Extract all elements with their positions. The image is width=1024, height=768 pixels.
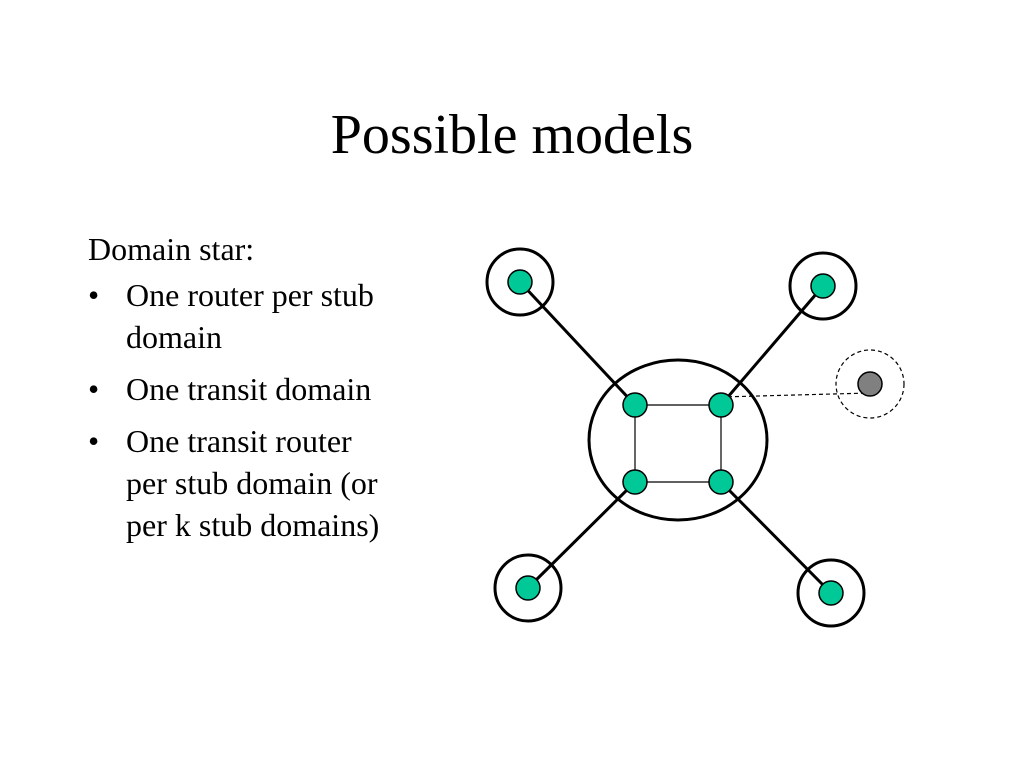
bullet-item: • One transit router per stub domain (or… xyxy=(88,420,408,546)
stub-link-top-left xyxy=(518,280,637,407)
stub-domain-boundaries xyxy=(485,247,866,628)
router-node xyxy=(507,269,533,295)
pending-router-node xyxy=(857,371,883,397)
bullet-icon: • xyxy=(88,423,100,459)
transit-router-node xyxy=(622,392,648,418)
stub-link-bottom-right xyxy=(719,480,833,595)
bullet-list: • One router per stub domain • One trans… xyxy=(88,274,408,546)
stub-domain-bottom-left xyxy=(493,553,563,623)
stub-domain-top-left xyxy=(485,247,555,317)
text-block: Domain star: • One router per stub domai… xyxy=(88,228,408,556)
bullet-icon: • xyxy=(88,277,100,313)
router-node xyxy=(810,273,836,299)
router-node xyxy=(818,580,844,606)
transit-domain-boundary xyxy=(587,358,769,522)
stub-links xyxy=(518,280,833,595)
intro-text: Domain star: xyxy=(88,231,255,267)
pending-link xyxy=(720,392,871,398)
transit-router-node xyxy=(708,469,734,495)
routers xyxy=(507,269,883,606)
bullet-text: One transit domain xyxy=(126,371,372,407)
bullet-text: One router per stub domain xyxy=(126,277,374,355)
stub-domain-top-right xyxy=(788,251,858,321)
bullet-item: • One router per stub domain xyxy=(88,274,408,358)
transit-internal-links xyxy=(634,404,722,483)
stub-link-top-right xyxy=(719,285,825,406)
bullet-item: • One transit domain xyxy=(88,368,408,410)
pending-stub-domain xyxy=(835,349,905,419)
transit-router-node xyxy=(622,469,648,495)
stub-domain-bottom-right xyxy=(796,558,866,628)
slide-title: Possible models xyxy=(330,104,694,166)
bullet-text: One transit router per stub domain (or p… xyxy=(126,423,380,543)
router-node xyxy=(515,575,541,601)
transit-router-node xyxy=(708,392,734,418)
stub-link-bottom-left xyxy=(526,480,637,590)
bullet-icon: • xyxy=(88,371,100,407)
